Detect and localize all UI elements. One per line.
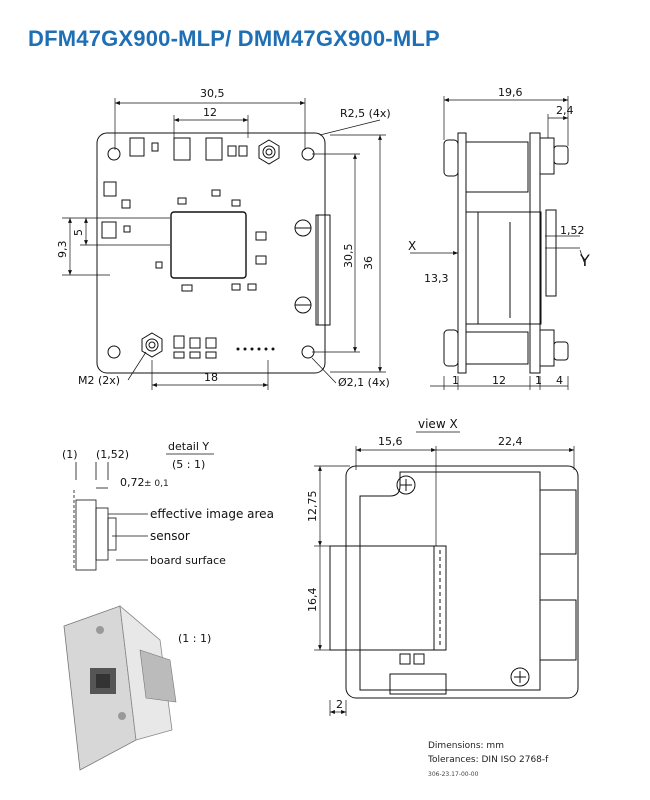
side-dimensions — [410, 96, 585, 390]
view-x-housing — [359, 471, 541, 691]
note-tolerances: Tolerances: DIN ISO 2768-f — [427, 755, 549, 765]
view-x-dimensions — [314, 431, 575, 716]
dim-16-4: 16,4 — [306, 588, 319, 613]
label-board-surface: board surface — [150, 554, 226, 567]
dim-left-offset-a: 9,3 — [56, 241, 69, 259]
dim-bottom-12: 12 — [492, 374, 506, 387]
dim-corner-radius: R2,5 (4x) — [340, 107, 391, 120]
drawing-title: DFM47GX900-MLP/ DMM47GX900-MLP — [28, 26, 440, 51]
dim-height-pitch: 30,5 — [342, 244, 355, 269]
label-screw: M2 (2x) — [78, 374, 120, 387]
mount-hole-bl — [107, 345, 121, 359]
flex-connector — [315, 214, 331, 326]
label-hole-dia: Ø2,1 (4x) — [338, 376, 390, 389]
dim-height-13-3: 13,3 — [424, 272, 449, 285]
detail-y — [73, 453, 214, 571]
view-x-title: view X — [418, 417, 458, 431]
dim-hole-pitch: 12 — [203, 106, 217, 119]
screw-top — [258, 139, 280, 165]
side-view — [410, 96, 585, 390]
side-dimension-labels: 19,6 2,4 1,52 13,3 1 12 1 4 X Y — [408, 86, 590, 387]
detail-dim-152: (1,52) — [96, 448, 129, 461]
dim-top-small: 2,4 — [556, 104, 574, 117]
dim-width: 30,5 — [200, 87, 225, 100]
view-x-screw-top — [396, 475, 416, 495]
label-image-area: effective image area — [150, 507, 274, 521]
sensor-chip — [170, 211, 247, 279]
view-x-labels: view X 15,6 22,4 12,75 16,4 2 — [306, 417, 523, 711]
view-x-screw-bottom — [510, 667, 530, 687]
dim-2: 2 — [336, 698, 343, 711]
detail-dim-1: (1) — [62, 448, 78, 461]
detail-dim-072: 0,72 — [120, 476, 145, 489]
screw-bottom — [141, 332, 163, 358]
pin-header-dots — [236, 347, 275, 351]
side-board-front — [457, 132, 467, 374]
front-dimension-labels: 30,5 12 R2,5 (4x) 36 30,5 9,3 5 18 M2 (2… — [56, 87, 391, 389]
dim-left-offset-b: 5 — [72, 229, 85, 236]
view-x — [314, 431, 579, 716]
detail-title: detail Y — [168, 440, 209, 453]
dim-depth: 19,6 — [498, 86, 523, 99]
dim-height-outer: 36 — [362, 256, 375, 270]
front-dimensions — [62, 98, 386, 390]
note-code: 306-23.17-00-00 — [428, 771, 479, 778]
label-sensor: sensor — [150, 529, 190, 543]
detail-y-labels: detail Y (5 : 1) (1) (1,52) 0,72 ± 0,1 e… — [62, 440, 274, 567]
note-dimensions: Dimensions: mm — [428, 741, 504, 751]
front-board-outline — [96, 132, 326, 374]
side-board-back — [529, 132, 541, 374]
front-view — [62, 98, 386, 390]
mount-hole-tl — [107, 147, 121, 161]
dim-bottom-1b: 1 — [535, 374, 542, 387]
dim-bottom-4: 4 — [556, 374, 563, 387]
photo-scale: (1 : 1) — [178, 632, 211, 645]
detail-scale: (5 : 1) — [172, 458, 205, 471]
dim-15-6: 15,6 — [378, 435, 403, 448]
dim-bottom-pitch: 18 — [204, 371, 218, 384]
view-arrow-y: Y — [579, 251, 590, 270]
detail-dim-tol: ± 0,1 — [144, 479, 169, 489]
view-x-board — [345, 465, 579, 699]
camera-photo — [63, 605, 177, 771]
dim-offset-152: 1,52 — [560, 224, 585, 237]
view-arrow-x: X — [408, 239, 416, 253]
dim-bottom-1: 1 — [452, 374, 459, 387]
dim-22-4: 22,4 — [498, 435, 523, 448]
dim-12-75: 12,75 — [306, 491, 319, 523]
